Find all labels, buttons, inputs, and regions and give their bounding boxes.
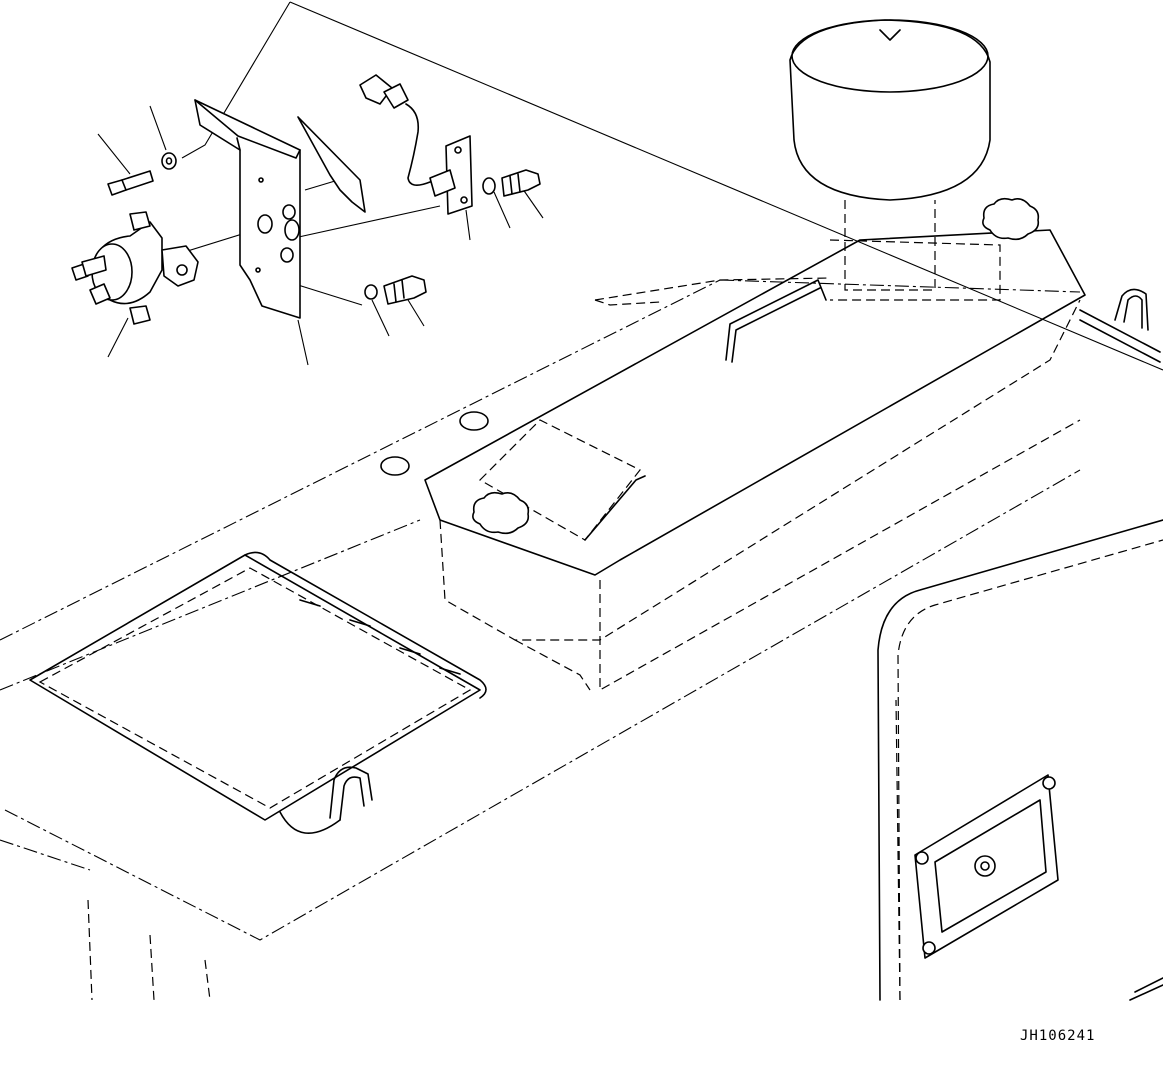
deck-holes	[380, 411, 489, 476]
fastener-bolt-upper	[107, 170, 154, 196]
access-plate	[914, 774, 1059, 959]
rear-panel	[877, 519, 1163, 1001]
mounting-bracket	[194, 99, 301, 319]
deck-rail	[725, 279, 827, 363]
washer-upper	[161, 152, 177, 170]
tank-cap-rear	[982, 197, 1040, 241]
washer-right	[482, 177, 496, 195]
fuel-tank	[424, 229, 1086, 692]
figure-code: JH106241	[1020, 1028, 1096, 1044]
clip-plate	[297, 116, 366, 213]
cover-handle	[329, 766, 373, 821]
lifting-hook	[1079, 288, 1161, 363]
edge-marks	[1129, 977, 1163, 1001]
switch-assembly	[71, 211, 199, 325]
fastener-bolt-lower	[383, 275, 427, 305]
tank-cap-front	[472, 491, 530, 535]
machine-deck	[0, 277, 1081, 1001]
fastener-bolt-right	[501, 169, 541, 197]
air-breather	[789, 19, 1001, 301]
washer-lower	[364, 284, 378, 300]
sensor-with-harness	[359, 74, 473, 215]
inspection-cover	[29, 551, 487, 834]
